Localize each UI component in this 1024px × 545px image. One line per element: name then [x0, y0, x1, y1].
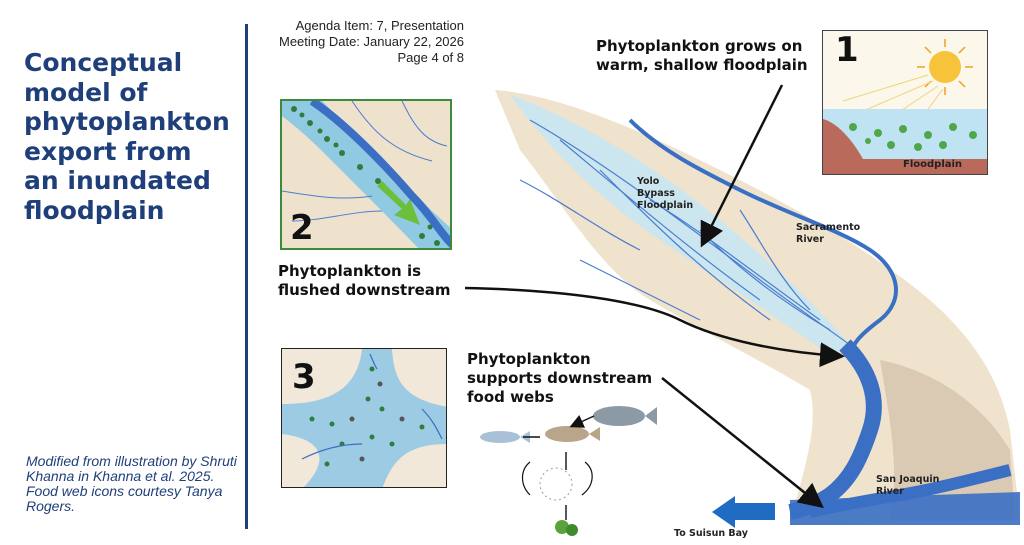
yolo-line-1: Yolo [637, 176, 660, 187]
supports-line-1: Phytoplankton [467, 350, 591, 368]
zooplankton-icon [539, 467, 573, 501]
panel-2-river [309, 101, 450, 248]
sun-icon [842, 39, 973, 117]
agenda-item: Agenda Item: 7, Presentation [295, 18, 464, 33]
phytoplankton-icon [555, 520, 569, 534]
flushed-arrow [464, 286, 845, 368]
flushed-line-1: Phytoplankton is [278, 262, 422, 280]
panel-2-phytoplankton [291, 106, 440, 246]
panel-1-number: 1 [835, 30, 859, 70]
panel-1-phytoplankton [849, 123, 977, 151]
panel-3-food-web: 3 [281, 348, 447, 488]
panel-1-caption: Floodplain [903, 159, 963, 170]
suisun-water [790, 492, 1020, 525]
suisun-label: To Suisun Bay [674, 528, 748, 539]
panel-2-flow-arrow [377, 181, 420, 225]
meeting-date: Meeting Date: January 22, 2026 [278, 34, 464, 49]
supports-arrow [661, 377, 824, 509]
san-joaquin-label: San Joaquin River [876, 474, 966, 498]
yolo-bypass-label: Yolo Bypass Floodplain [637, 176, 717, 212]
panel-3-channel [282, 349, 446, 487]
distributary-channels [519, 119, 851, 346]
agenda-header: Agenda Item: 7, Presentation Meeting Dat… [272, 18, 464, 66]
supports-line-3: food webs [467, 388, 554, 406]
illustration-credit: Modified from illustration by Shruti Kha… [26, 454, 241, 514]
panel-3-number: 3 [292, 357, 316, 397]
striped-bass-icon [593, 406, 645, 426]
credit-illustration: Modified from illustration by Shruti Kha… [26, 453, 237, 484]
suisun-arrow [712, 496, 775, 528]
sacramento-river [628, 118, 898, 361]
panel-1-soil [823, 119, 987, 174]
yolo-line-3: Floodplain [637, 200, 694, 211]
medium-fish-icon [545, 426, 589, 442]
grows-line-1: Phytoplankton grows on [596, 37, 803, 55]
panel-2-illustration [282, 101, 450, 248]
sacramento-label: Sacramento River [796, 222, 886, 246]
small-fish-icon [480, 431, 520, 443]
grows-line-2: warm, shallow floodplain [596, 56, 808, 74]
flushed-line-2: flushed downstream [278, 281, 451, 299]
grows-arrow [700, 84, 784, 248]
food-web-icons [480, 406, 657, 536]
slide-title: Conceptual model of phytoplankton export… [24, 48, 230, 225]
panel-2-flushing: 2 [280, 99, 452, 250]
supports-line-2: supports downstream [467, 369, 653, 387]
panel-1-floodplain: 1 Floodplain [822, 30, 988, 175]
grows-label: Phytoplankton grows on warm, shallow flo… [596, 37, 816, 75]
sac-line-1: Sacramento [796, 222, 861, 233]
sj-line-2: River [876, 486, 904, 497]
credit-icons: Food web icons courtesy Tanya Rogers. [26, 483, 223, 514]
supports-label: Phytoplankton supports downstream food w… [467, 350, 667, 407]
panel-1-illustration [823, 31, 987, 174]
yolo-line-2: Bypass [637, 188, 675, 199]
flushed-label: Phytoplankton is flushed downstream [278, 262, 468, 300]
page-number: Page 4 of 8 [397, 50, 465, 65]
panel-3-illustration [282, 349, 446, 487]
sac-line-2: River [796, 234, 824, 245]
panel-2-number: 2 [290, 208, 314, 248]
divider-line [245, 24, 248, 529]
sj-line-1: San Joaquin [876, 474, 940, 485]
